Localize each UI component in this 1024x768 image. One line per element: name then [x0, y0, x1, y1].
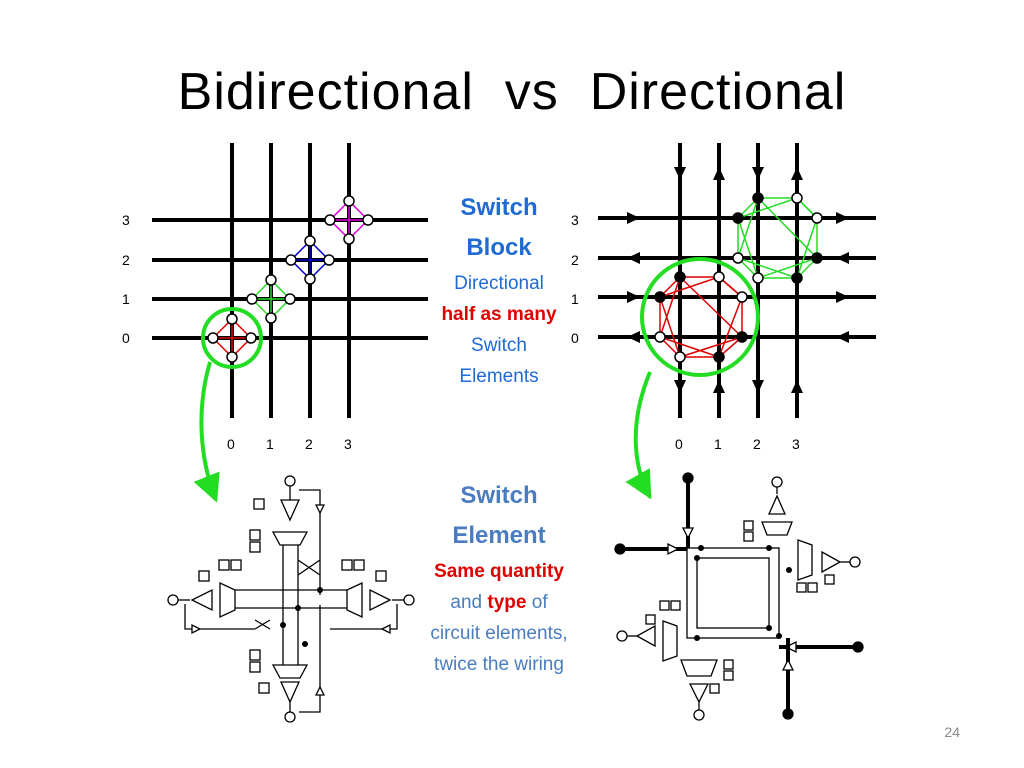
- switch-block-heading-1: Switch: [460, 194, 538, 221]
- switch-block-line-3: Switch: [471, 335, 527, 356]
- left-row-label-0: 0: [122, 330, 130, 346]
- left-row-label-3: 3: [122, 212, 130, 228]
- page-number: 24: [944, 724, 960, 740]
- left-col-label-0: 0: [227, 436, 235, 452]
- direction-arrowheads: [627, 167, 849, 393]
- directional-switch-block: 3 2 1 0 0 1 2 3: [571, 143, 876, 452]
- right-switch-green: [737, 197, 819, 279]
- bidirectional-switch-block: 3 2 1 0 0 1 2 3: [122, 143, 428, 452]
- left-highlight-circle: [201, 307, 263, 369]
- left-col-label-2: 2: [305, 436, 313, 452]
- right-col-label-1: 1: [714, 436, 722, 452]
- switch-element-line-1: Same quantity: [434, 561, 564, 582]
- switch-block-line-2: half as many: [441, 304, 557, 325]
- left-row-label-1: 1: [122, 291, 130, 307]
- switch-element-heading-2: Element: [452, 522, 546, 549]
- switch-block-line-4: Elements: [459, 366, 539, 387]
- slide-title: Bidirectional vs Directional: [177, 63, 847, 121]
- right-col-label-2: 2: [753, 436, 761, 452]
- right-switch-red: [659, 276, 744, 358]
- switch-block-heading-2: Block: [466, 234, 532, 261]
- right-row-label-2: 2: [571, 252, 579, 268]
- left-col-label-1: 1: [266, 436, 274, 452]
- switch-element-line-4: twice the wiring: [434, 654, 564, 675]
- directional-switch-element-circuit: [614, 472, 864, 721]
- right-row-label-0: 0: [571, 330, 579, 346]
- bidirectional-switch-element-circuit: [167, 475, 415, 723]
- right-highlight-circle: [640, 257, 760, 377]
- switch-block-caption: Switch Block Directional half as many Sw…: [414, 188, 584, 392]
- switch-element-line-3: circuit elements,: [430, 623, 568, 644]
- right-row-label-3: 3: [571, 212, 579, 228]
- switch-block-line-1: Directional: [454, 273, 544, 294]
- right-row-label-1: 1: [571, 291, 579, 307]
- left-col-label-3: 3: [344, 436, 352, 452]
- switch-element-line-2b: type: [487, 592, 527, 613]
- left-pointer-arrow: [193, 361, 220, 503]
- switch-element-line-2a: and: [450, 592, 488, 613]
- switch-element-line-2: and type of: [400, 587, 598, 618]
- switch-element-heading-1: Switch: [460, 482, 538, 509]
- switch-element-line-2c: of: [526, 592, 548, 613]
- right-col-label-0: 0: [675, 436, 683, 452]
- right-pointer-arrow: [625, 371, 652, 500]
- switch-element-caption: Switch Element Same quantity and type of…: [400, 476, 598, 680]
- left-row-label-2: 2: [122, 252, 130, 268]
- right-col-label-3: 3: [792, 436, 800, 452]
